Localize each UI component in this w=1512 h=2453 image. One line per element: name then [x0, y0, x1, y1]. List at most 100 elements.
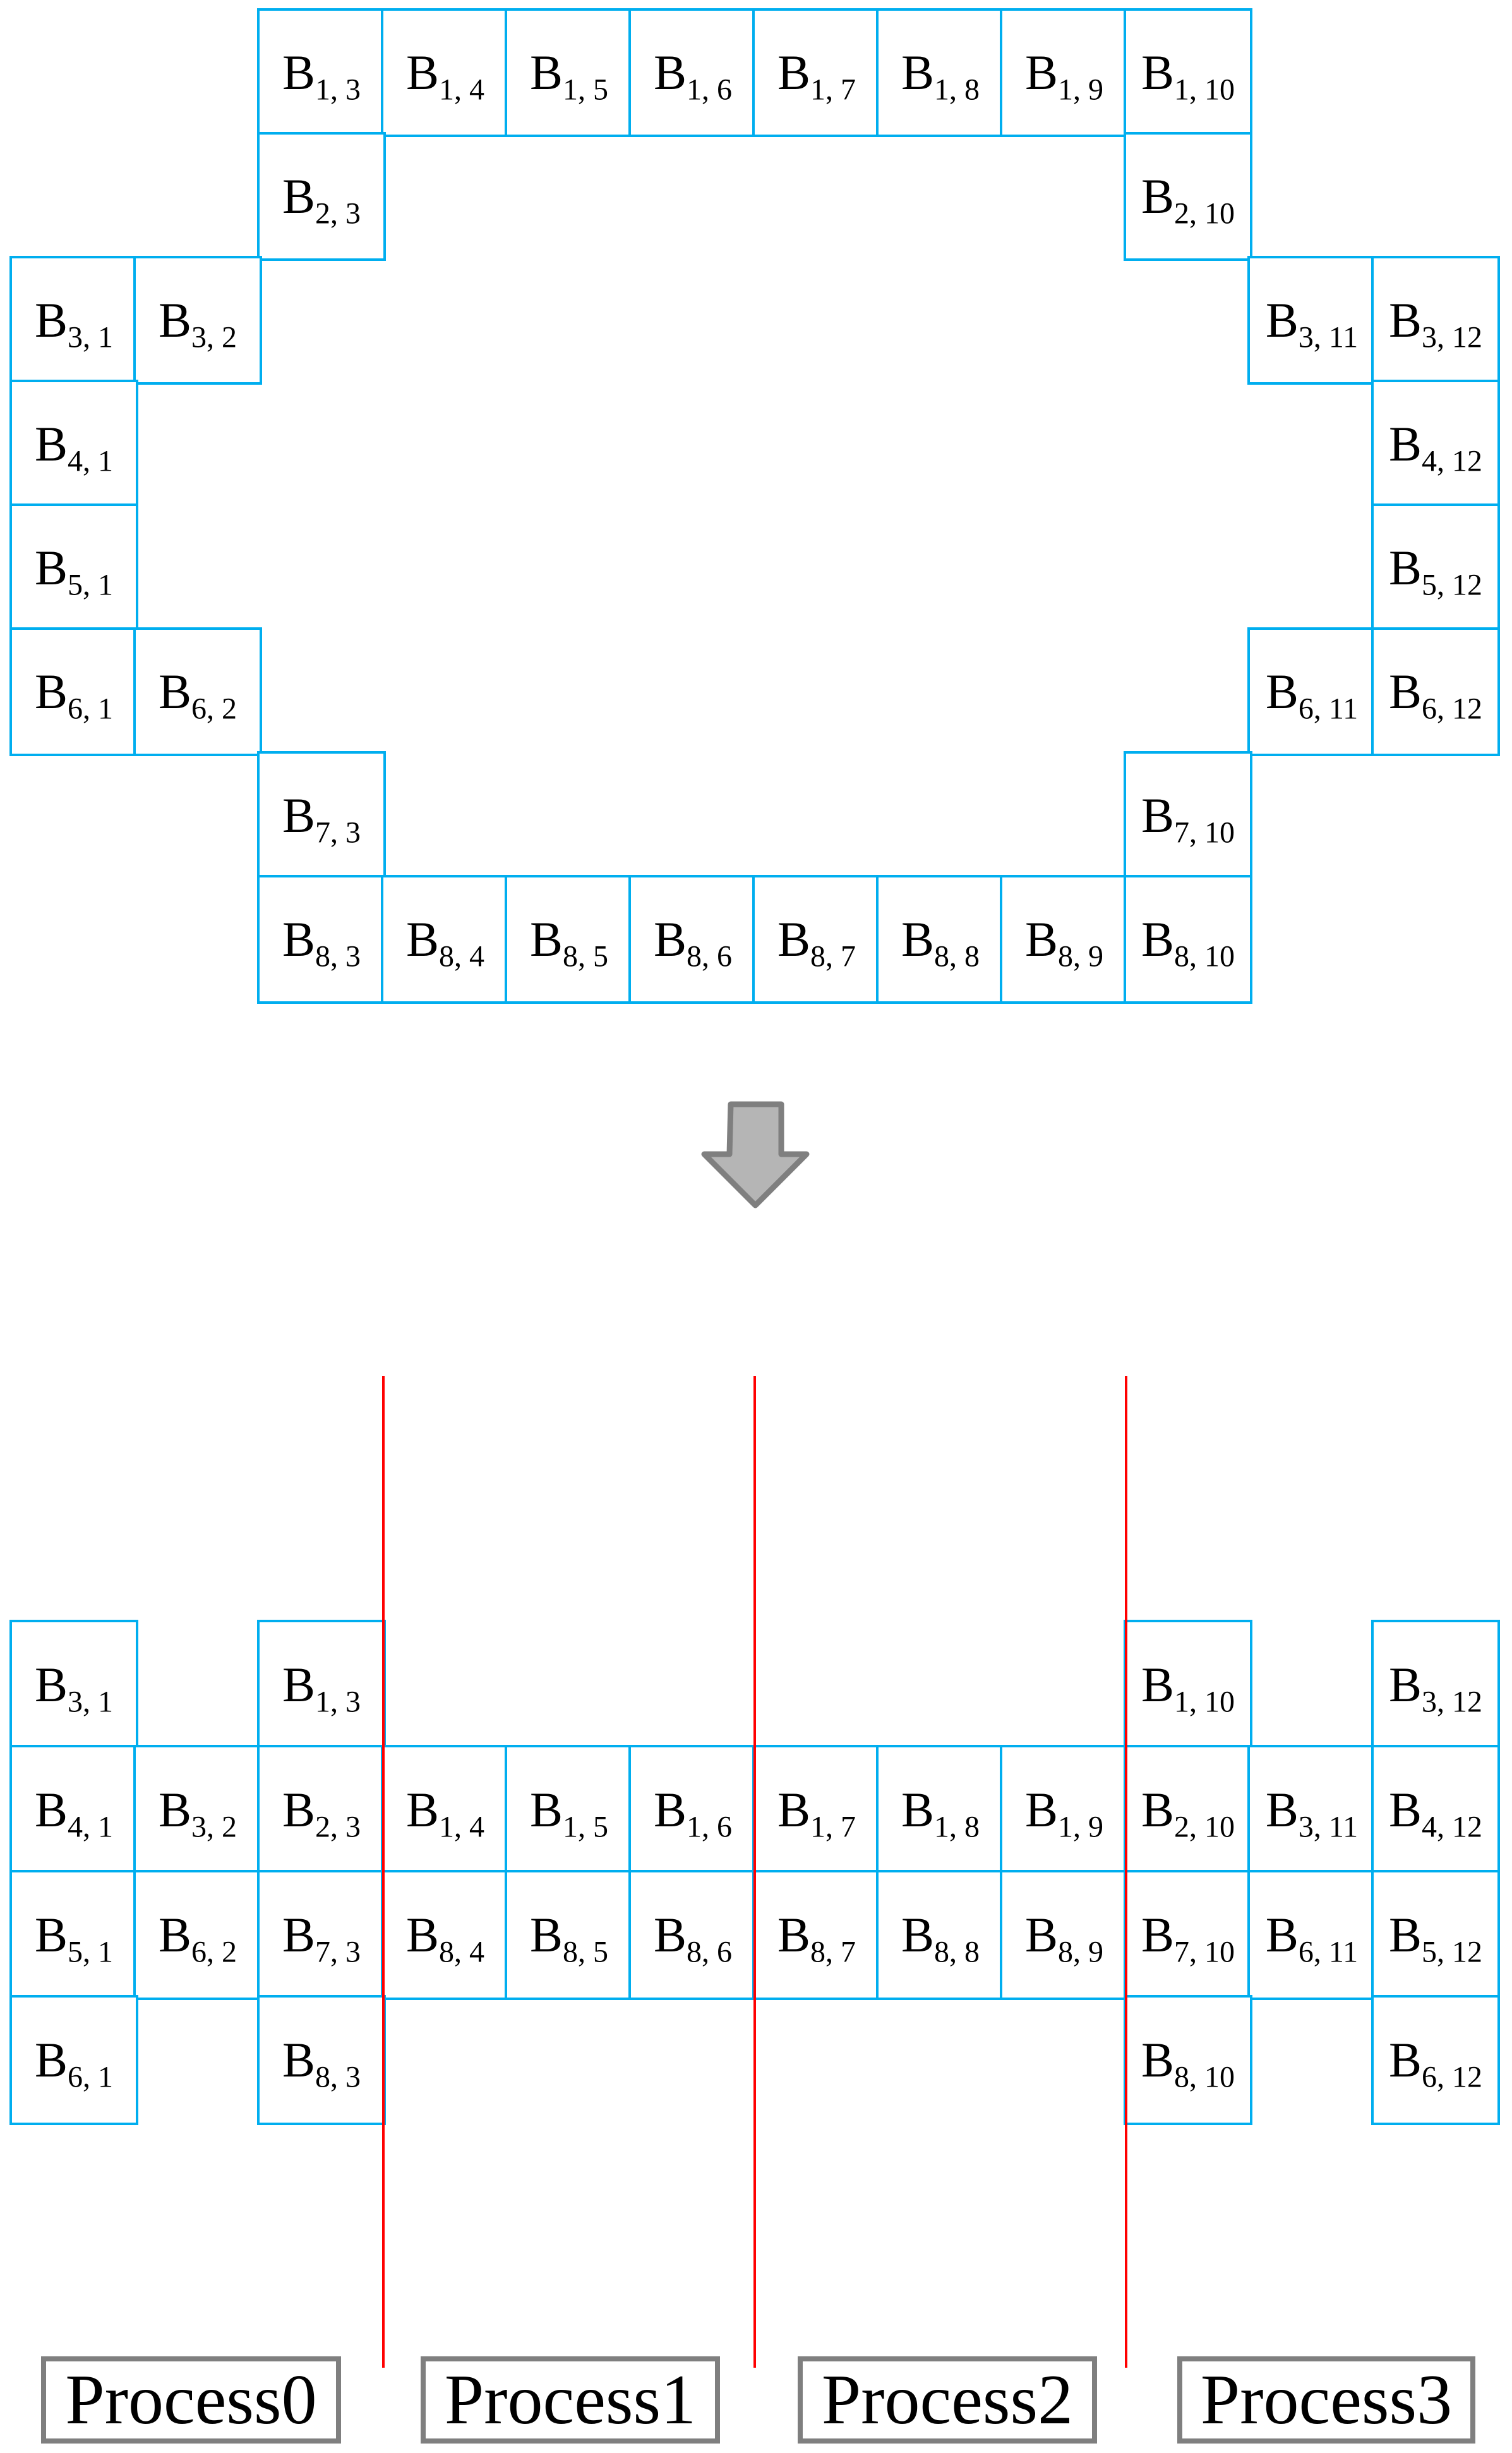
- process-divider-line: [382, 1376, 385, 2368]
- matrix-cell: B1, 10: [1124, 8, 1252, 137]
- matrix-cell: B4, 12: [1371, 1745, 1500, 1875]
- down-arrow-icon: [701, 1101, 810, 1208]
- block-label-base: B: [158, 664, 192, 719]
- matrix-cell: B5, 1: [9, 503, 138, 632]
- block-label-base: B: [1265, 664, 1299, 719]
- block-label-subscript: 4, 1: [68, 1810, 114, 1844]
- block-label: B4, 12: [1389, 1785, 1482, 1843]
- matrix-cell: B8, 3: [257, 1995, 386, 2125]
- block-label-subscript: 6, 12: [1422, 2060, 1483, 2094]
- block-label-subscript: 1, 6: [687, 73, 733, 107]
- block-label: B1, 3: [282, 48, 361, 105]
- block-label-subscript: 1, 3: [315, 1685, 361, 1719]
- block-label: B1, 6: [654, 1785, 732, 1843]
- block-label-base: B: [653, 1907, 687, 1962]
- block-label-subscript: 7, 10: [1174, 816, 1235, 850]
- block-label-subscript: 8, 3: [315, 939, 361, 973]
- block-label: B1, 10: [1141, 45, 1235, 105]
- block-label-subscript: 6, 2: [191, 692, 237, 726]
- block-label-subscript: 1, 6: [687, 1810, 733, 1844]
- process-label-box: Process0: [41, 2356, 341, 2444]
- block-label-base: B: [1141, 45, 1175, 100]
- block-label-subscript: 2, 3: [315, 1810, 361, 1844]
- block-label: B8, 5: [530, 1910, 608, 1968]
- matrix-cell: B2, 10: [1124, 1745, 1252, 1875]
- block-label: B3, 1: [35, 296, 113, 353]
- block-label-base: B: [1388, 664, 1422, 719]
- matrix-cell: B8, 5: [505, 875, 633, 1004]
- matrix-cell: B8, 8: [876, 1870, 1005, 2000]
- block-label: B5, 1: [35, 543, 113, 601]
- block-label-subscript: 8, 10: [1174, 2060, 1235, 2094]
- block-label: B3, 11: [1265, 1782, 1358, 1843]
- block-label: B8, 3: [282, 915, 361, 972]
- block-label-base: B: [405, 1782, 440, 1837]
- block-label-base: B: [1265, 1907, 1299, 1962]
- block-label-base: B: [1265, 1782, 1299, 1837]
- matrix-cell: B8, 9: [1000, 1870, 1129, 2000]
- block-label: B6, 2: [158, 664, 237, 725]
- matrix-cell: B8, 10: [1124, 1995, 1252, 2125]
- block-label-base: B: [777, 912, 811, 967]
- block-label: B7, 10: [1141, 1907, 1235, 1968]
- block-label-subscript: 7, 3: [315, 1935, 361, 1969]
- process-label: Process1: [444, 2361, 697, 2439]
- block-label: B1, 9: [1025, 48, 1103, 105]
- block-label: B7, 10: [1141, 791, 1235, 848]
- block-label: B6, 12: [1388, 2032, 1482, 2093]
- block-label-base: B: [1388, 2032, 1422, 2087]
- block-label-base: B: [529, 1782, 563, 1837]
- matrix-cell: B7, 3: [257, 1870, 386, 2000]
- block-label: B6, 1: [34, 664, 113, 725]
- block-label: B5, 12: [1389, 543, 1482, 601]
- block-label-base: B: [34, 1907, 68, 1962]
- block-label-subscript: 3, 1: [68, 1685, 114, 1719]
- block-label-subscript: 8, 7: [810, 1935, 856, 1969]
- block-label: B6, 11: [1265, 1907, 1358, 1968]
- block-label: B5, 1: [34, 1907, 113, 1968]
- matrix-cell: B8, 10: [1124, 875, 1252, 1004]
- block-label-subscript: 3, 2: [191, 320, 237, 354]
- matrix-cell: B1, 8: [876, 1745, 1005, 1875]
- block-label-subscript: 1, 7: [810, 73, 856, 107]
- block-label: B3, 2: [159, 296, 237, 353]
- block-label-base: B: [158, 1907, 192, 1962]
- block-label-base: B: [1141, 1907, 1175, 1962]
- block-label-base: B: [529, 912, 563, 967]
- block-label-base: B: [34, 664, 68, 719]
- block-label: B6, 12: [1388, 664, 1482, 725]
- matrix-cell: B1, 3: [257, 1620, 386, 1750]
- block-label-subscript: 3, 12: [1422, 320, 1483, 354]
- matrix-cell: B1, 8: [876, 8, 1005, 137]
- matrix-cell: B1, 9: [1000, 8, 1129, 137]
- block-label: B2, 3: [282, 169, 361, 229]
- process-label-box: Process1: [421, 2356, 720, 2444]
- process-divider-line: [753, 1376, 756, 2368]
- block-label-subscript: 5, 1: [68, 1935, 114, 1969]
- matrix-cell: B7, 3: [257, 751, 386, 880]
- block-label-subscript: 6, 11: [1298, 692, 1359, 726]
- block-label: B8, 5: [529, 912, 608, 972]
- block-label-subscript: 1, 4: [439, 73, 485, 107]
- block-label: B3, 1: [35, 1660, 113, 1718]
- block-label-base: B: [282, 169, 316, 224]
- matrix-cell: B1, 10: [1124, 1620, 1252, 1750]
- matrix-cell: B3, 11: [1247, 1745, 1376, 1875]
- process-label: Process2: [821, 2361, 1074, 2439]
- block-label-subscript: 4, 12: [1422, 1810, 1483, 1844]
- block-label: B1, 8: [901, 1782, 980, 1843]
- matrix-cell: B3, 2: [133, 256, 262, 385]
- block-label-subscript: 8, 5: [563, 1935, 609, 1969]
- block-label-subscript: 4, 1: [68, 444, 114, 478]
- block-label: B4, 12: [1389, 419, 1482, 477]
- block-label-base: B: [901, 1782, 935, 1837]
- block-label-subscript: 3, 12: [1422, 1685, 1483, 1719]
- block-label: B7, 3: [282, 791, 361, 848]
- block-label-base: B: [158, 1782, 192, 1837]
- block-label-base: B: [405, 1907, 440, 1962]
- block-label: B8, 7: [777, 912, 856, 972]
- block-label: B8, 10: [1141, 2035, 1235, 2093]
- block-label-subscript: 8, 9: [1058, 1935, 1104, 1969]
- block-label-subscript: 2, 10: [1174, 1810, 1235, 1844]
- block-label-base: B: [282, 1782, 316, 1837]
